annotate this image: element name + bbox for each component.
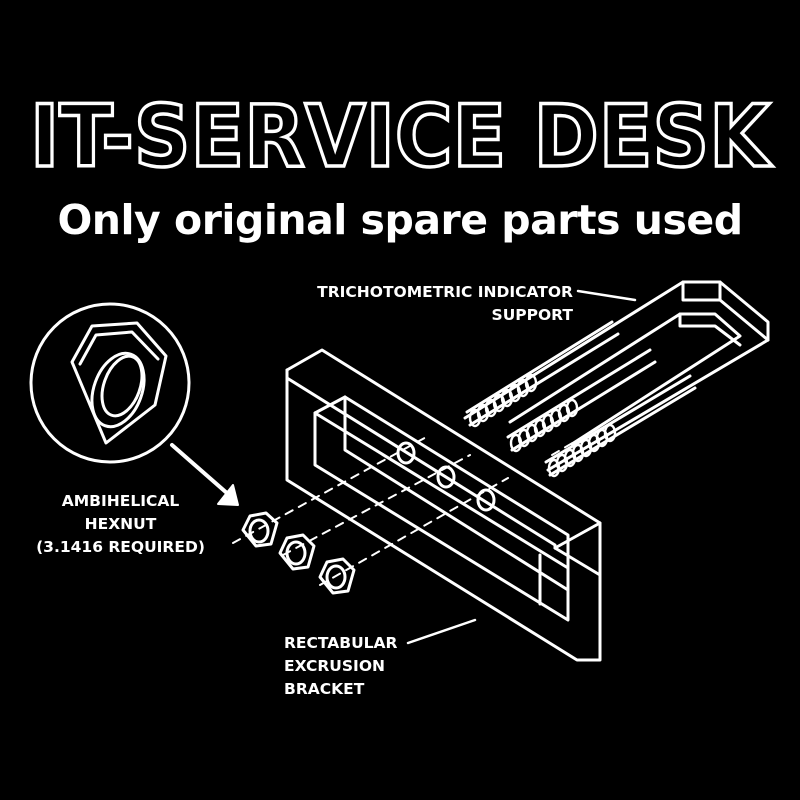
indicator-support-icon — [463, 280, 770, 478]
label-line: HEXNUT — [84, 515, 157, 533]
title-graphic: IT-SERVICE DESK — [28, 86, 775, 182]
label-line: TRICHOTOMETRIC INDICATOR — [317, 283, 573, 301]
label-line: (3.1416 REQUIRED) — [36, 538, 205, 556]
label-line: RECTABULAR — [284, 634, 398, 652]
bracket-icon — [285, 348, 602, 662]
label-line: EXCRUSION — [284, 657, 385, 675]
label-line: AMBIHELICAL — [61, 492, 180, 510]
leader-line — [576, 289, 637, 302]
label-bracket: RECTABULAR EXCRUSION BRACKET — [284, 632, 397, 701]
label-line: BRACKET — [284, 680, 365, 698]
arrow-icon — [170, 443, 239, 506]
label-indicator-support: TRICHOTOMETRIC INDICATOR SUPPORT — [298, 281, 573, 327]
leader-line — [406, 618, 477, 645]
page-title: IT-SERVICE DESK — [30, 87, 773, 182]
page-subtitle: Only original spare parts used — [57, 196, 743, 244]
label-hexnut: AMBIHELICAL HEXNUT (3.1416 REQUIRED) — [28, 490, 213, 559]
hexnut-magnified-icon — [29, 302, 191, 464]
hexnut-icon — [241, 511, 356, 595]
label-line: SUPPORT — [491, 306, 573, 324]
